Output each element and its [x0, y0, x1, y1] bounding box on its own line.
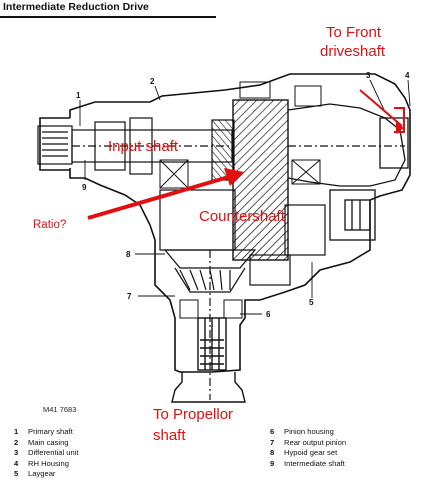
callout-3: 3 — [366, 71, 371, 80]
ratio-label: Ratio? — [33, 219, 66, 231]
title-rule — [0, 16, 216, 18]
diagram-title: Intermediate Reduction Drive — [3, 1, 149, 13]
figure-reference: M41 7683 — [43, 405, 77, 414]
to-front-label-line1: To Front — [326, 24, 382, 41]
callout-4: 4 — [405, 71, 410, 80]
red-annotations — [87, 89, 405, 220]
callout-6: 6 — [266, 310, 271, 319]
hypoid-gear-set — [159, 189, 326, 400]
countershaft-label: Countershaft — [199, 208, 286, 225]
main-casing — [39, 73, 411, 373]
rear-output-flange — [171, 317, 246, 403]
callout-8: 8 — [126, 250, 131, 259]
to-front-label-line2: driveshaft — [320, 43, 386, 60]
countershaft-gear — [211, 99, 289, 261]
callout-7: 7 — [127, 292, 132, 301]
callout-1: 1 — [76, 91, 81, 100]
callout-5: 5 — [309, 298, 314, 307]
bearings — [159, 81, 322, 319]
input-shaft-label: Input shaft — [108, 138, 179, 155]
to-propellor-label-line2: shaft — [153, 427, 186, 444]
input-shaft — [37, 117, 233, 175]
callout-2: 2 — [150, 77, 155, 86]
callout-leaders — [79, 79, 411, 315]
to-propellor-label-line1: To Propellor — [153, 406, 233, 423]
callout-9: 9 — [82, 183, 87, 192]
